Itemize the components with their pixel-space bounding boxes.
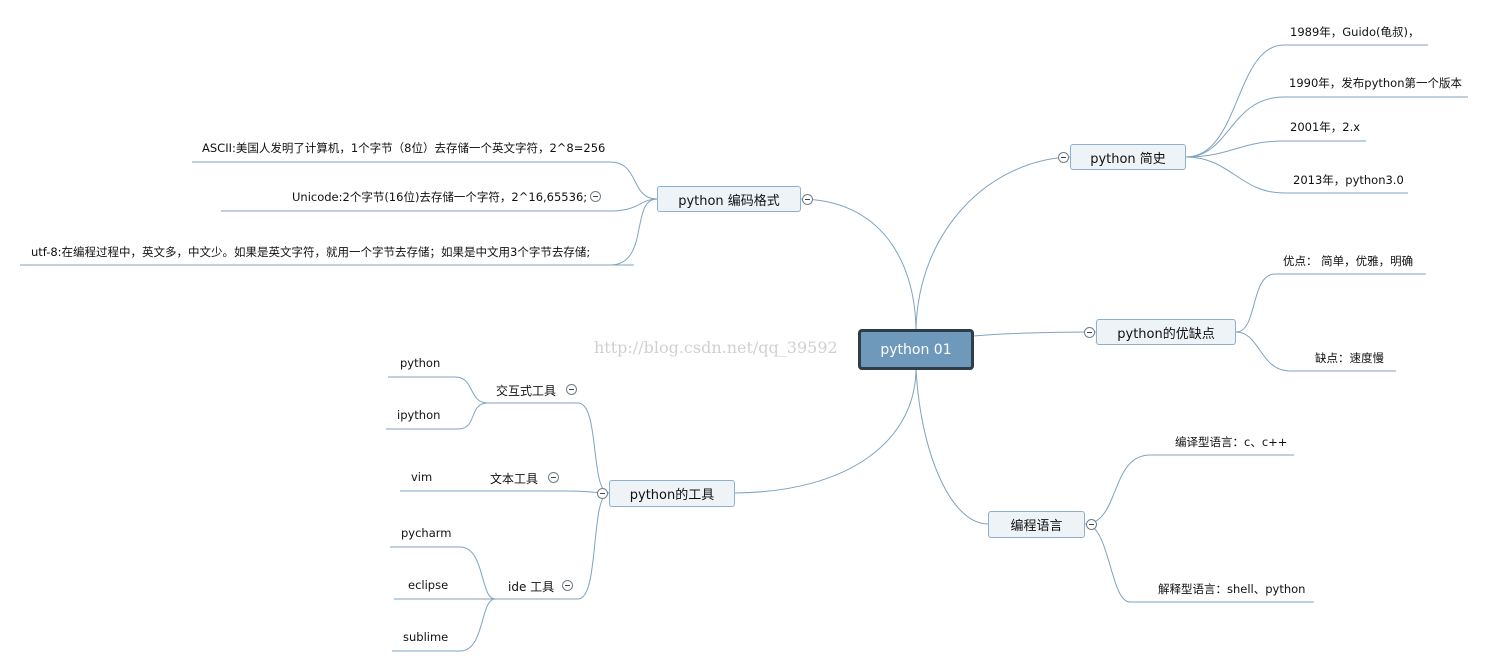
collapse-encoding-icon[interactable] <box>802 194 813 205</box>
history-item-1990: 1990年，发布python第一个版本 <box>1289 76 1462 90</box>
branch-tools[interactable]: python的工具 <box>609 480 735 507</box>
ide-item-sublime: sublime <box>403 630 449 644</box>
history-item-2013: 2013年，python3.0 <box>1293 173 1404 187</box>
pros-item: 优点： 简单，优雅，明确 <box>1283 254 1414 268</box>
encoding-item-ascii: ASCII:美国人发明了计算机，1个字节（8位）去存储一个英文字符，2^8=25… <box>202 141 606 155</box>
editor-item-vim: vim <box>411 470 433 484</box>
collapse-history-icon[interactable] <box>1058 152 1069 163</box>
tools-ide-label[interactable]: ide 工具 <box>508 580 555 594</box>
collapse-languages-icon[interactable] <box>1086 519 1097 530</box>
branch-languages[interactable]: 编程语言 <box>988 511 1085 538</box>
interactive-item-python: python <box>400 356 441 370</box>
languages-item-compiled: 编译型语言：c、c++ <box>1175 435 1288 449</box>
languages-item-interpreted: 解释型语言：shell、python <box>1158 582 1306 596</box>
connector-history <box>915 156 1071 331</box>
collapse-pros-cons-icon[interactable] <box>1084 327 1095 338</box>
collapse-ide-icon[interactable] <box>562 580 573 591</box>
connector-languages <box>915 367 989 525</box>
history-item-2001: 2001年，2.x <box>1290 120 1361 134</box>
history-item-1989: 1989年，Guido(龟叔)， <box>1290 25 1420 39</box>
watermark: http://blog.csdn.net/qq_39592 <box>594 338 838 357</box>
connector-pros-cons <box>972 331 1097 337</box>
interactive-item-ipython: ipython <box>397 408 441 422</box>
central-topic[interactable]: python 01 <box>858 329 974 370</box>
connector-encoding <box>800 198 917 331</box>
central-topic-label: python 01 <box>880 341 952 358</box>
branch-languages-label: 编程语言 <box>1010 519 1063 534</box>
connector-tools <box>734 367 917 494</box>
branch-pros-cons-label: python的优缺点 <box>1117 326 1215 342</box>
encoding-item-utf8: utf-8:在编程过程中，英文多，中文少。如果是英文字符，就用一个字节去存储；如… <box>31 245 591 259</box>
branch-tools-label: python的工具 <box>629 488 715 503</box>
ide-item-pycharm: pycharm <box>401 526 452 540</box>
branch-pros-cons[interactable]: python的优缺点 <box>1096 319 1236 345</box>
collapse-editor-icon[interactable] <box>548 472 559 483</box>
tools-editor-label[interactable]: 文本工具 <box>490 472 539 486</box>
branch-history[interactable]: python 简史 <box>1070 144 1186 170</box>
encoding-item-unicode: Unicode:2个字节(16位)去存储一个字符，2^16,65536; <box>292 190 588 204</box>
tools-interactive-label[interactable]: 交互式工具 <box>496 384 557 398</box>
branch-encoding-label: python 编码格式 <box>678 193 780 209</box>
branch-history-label: python 简史 <box>1090 151 1166 167</box>
collapse-interactive-icon[interactable] <box>566 384 577 395</box>
collapse-tools-icon[interactable] <box>597 488 608 499</box>
cons-item: 缺点：速度慢 <box>1315 351 1384 365</box>
ide-item-eclipse: eclipse <box>408 578 449 592</box>
collapse-unicode-icon[interactable] <box>590 191 601 202</box>
branch-encoding[interactable]: python 编码格式 <box>657 186 801 212</box>
